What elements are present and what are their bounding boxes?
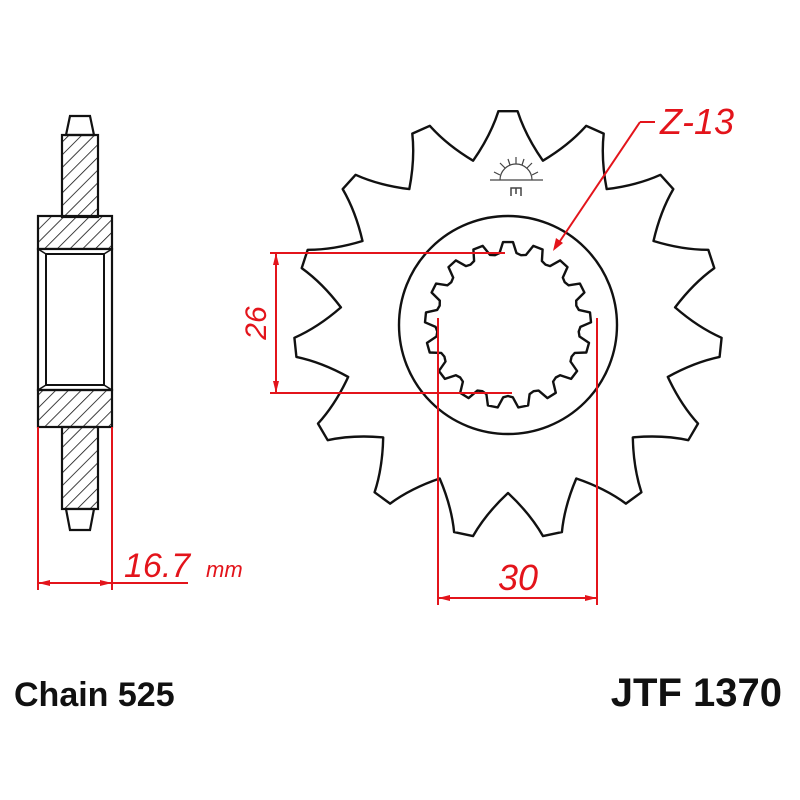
part-number-label: JTF 1370 xyxy=(611,671,782,715)
tooth-tip-top xyxy=(64,114,96,137)
hub-section-top xyxy=(36,214,114,251)
tooth-count-label: Z-13 xyxy=(659,101,734,142)
hub-circle xyxy=(397,214,619,436)
spline-profile xyxy=(423,240,593,409)
sunrise-logo-icon xyxy=(490,157,543,196)
inner-width-value: 30 xyxy=(498,557,538,598)
tooth-section-bottom xyxy=(60,425,100,511)
thickness-dimension: 16.7 mm xyxy=(37,427,243,590)
sprocket-outer-profile xyxy=(293,110,723,538)
bore-inner xyxy=(45,253,105,386)
tooth-section-top xyxy=(60,133,100,219)
thickness-unit: mm xyxy=(206,557,243,582)
hub-section-bottom xyxy=(36,388,114,429)
inner-width-dimension: 30 xyxy=(437,318,598,605)
inner-height-dimension: 26 xyxy=(240,252,512,394)
side-section-view xyxy=(36,114,114,532)
tooth-tip-bottom xyxy=(64,507,96,532)
front-view xyxy=(293,110,723,538)
chain-size-label: Chain 525 xyxy=(14,676,175,714)
thickness-value: 16.7 xyxy=(124,547,191,585)
inner-height-value: 26 xyxy=(240,306,273,341)
tooth-count-callout: Z-13 xyxy=(553,101,734,251)
